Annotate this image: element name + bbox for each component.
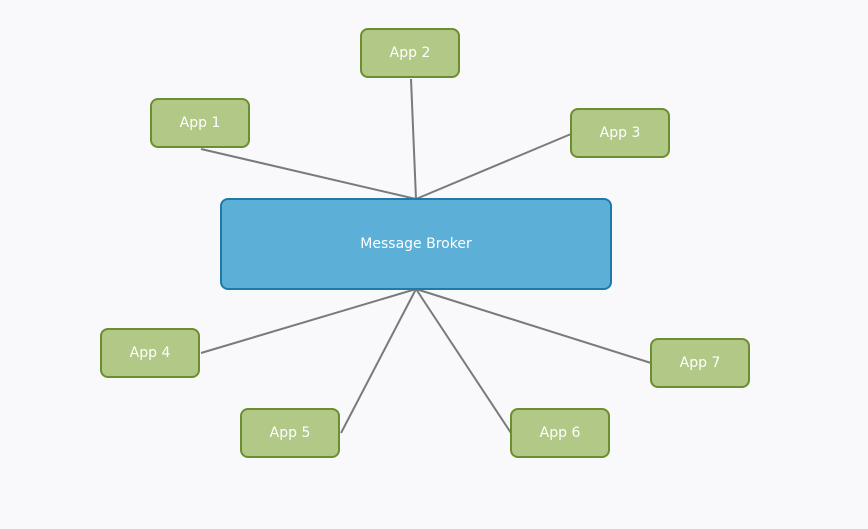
- message-broker-label: Message Broker: [360, 236, 472, 252]
- link-app2-broker: [410, 78, 417, 200]
- app-7-label: App 7: [679, 355, 721, 371]
- link-app1-broker: [200, 148, 417, 200]
- app-2-node[interactable]: App 2: [360, 28, 460, 78]
- app-3-label: App 3: [599, 125, 641, 141]
- app-3-node[interactable]: App 3: [570, 108, 670, 158]
- app-4-node[interactable]: App 4: [100, 328, 200, 378]
- link-app6-broker: [415, 288, 512, 434]
- link-app3-broker: [415, 133, 572, 200]
- link-app7-broker: [415, 288, 652, 364]
- link-app5-broker: [340, 288, 417, 434]
- app-5-node[interactable]: App 5: [240, 408, 340, 458]
- app-1-label: App 1: [179, 115, 221, 131]
- app-6-node[interactable]: App 6: [510, 408, 610, 458]
- app-4-label: App 4: [129, 345, 171, 361]
- app-1-node[interactable]: App 1: [150, 98, 250, 148]
- app-6-label: App 6: [539, 425, 581, 441]
- link-app4-broker: [200, 288, 417, 354]
- app-2-label: App 2: [389, 45, 431, 61]
- app-7-node[interactable]: App 7: [650, 338, 750, 388]
- message-broker-node[interactable]: Message Broker: [220, 198, 612, 290]
- app-5-label: App 5: [269, 425, 311, 441]
